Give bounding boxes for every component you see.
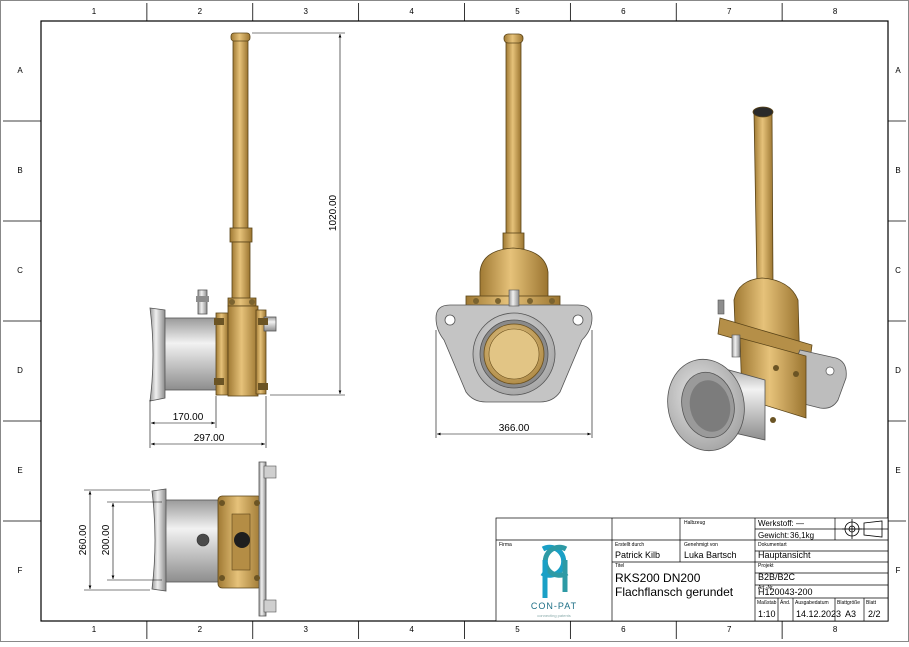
blatt-value: 2/2 (868, 609, 881, 619)
gewicht-label: Gewicht: (758, 531, 789, 540)
projekt-label: Projekt (758, 563, 774, 569)
zone-row-label: B (17, 166, 22, 175)
zone-column-label: 8 (833, 7, 838, 16)
dim-overall-length: 297.00 (194, 433, 225, 444)
erstellt-label: Erstellt durch (615, 542, 644, 548)
zone-column-label: 1 (92, 625, 97, 634)
werkstoff-value: — (796, 519, 804, 528)
dim-height-total: 1020.00 (328, 194, 339, 231)
zone-column-label: 2 (198, 7, 203, 16)
titel-label: Titel (615, 563, 624, 569)
top-view (151, 461, 277, 617)
zone-column-label: 4 (409, 625, 414, 634)
ausgabe-value: 14.12.2023 (796, 609, 841, 619)
zone-column-label: 3 (303, 7, 308, 16)
top-view-dimensions (84, 489, 162, 591)
front-view-dimensions (435, 330, 593, 438)
titel-line-2: Flachflansch gerundet (615, 585, 734, 599)
halbzeug-label: Halbzeug (684, 520, 705, 526)
projection-symbol-icon (842, 519, 883, 539)
genehmigt-value: Luka Bartsch (684, 550, 737, 560)
zone-column-label: 7 (727, 7, 732, 16)
zone-row-label: A (895, 66, 901, 75)
zone-row-label: C (17, 266, 23, 275)
zone-column-label: 1 (92, 7, 97, 16)
ausgabe-label: Ausgabedatum (795, 600, 829, 606)
logo-text: CON-PAT (531, 601, 577, 611)
blattgroesse-label: Blattgröße (837, 600, 860, 606)
massstab-label: Maßstab (757, 600, 777, 606)
zone-column-label: 7 (727, 625, 732, 634)
zone-row-label: F (18, 566, 23, 575)
projekt-value: B2B/B2C (758, 572, 796, 582)
dim-inner-height: 200.00 (101, 524, 112, 555)
zone-row-label: A (17, 66, 23, 75)
con-pat-logo (540, 544, 569, 598)
zone-row-label: B (895, 166, 900, 175)
front-view (435, 33, 593, 403)
blatt-label: Blatt (866, 600, 877, 606)
zone-column-label: 5 (515, 7, 520, 16)
zone-row-label: D (17, 366, 23, 375)
isometric-view (667, 106, 847, 452)
blattgroesse-value: A3 (845, 609, 856, 619)
zone-row-label: E (895, 466, 900, 475)
zone-column-label: 8 (833, 625, 838, 634)
firma-label: Firma (499, 542, 512, 548)
zone-column-label: 3 (303, 625, 308, 634)
zone-row-label: D (895, 366, 901, 375)
dim-inlet-length: 170.00 (173, 412, 204, 423)
zone-column-label: 4 (409, 7, 414, 16)
artnr-value: H120043-200 (758, 587, 813, 597)
gewicht-value: 36,1kg (790, 531, 814, 540)
zone-column-label: 2 (198, 625, 203, 634)
titel-line-1: RKS200 DN200 (615, 571, 701, 585)
dokumentart-label: Dokumentart (758, 542, 787, 548)
side-view-dimensions (149, 32, 345, 448)
aend-label: Änd. (780, 599, 790, 606)
zone-row-label: E (17, 466, 22, 475)
massstab-value: 1:10 (758, 609, 776, 619)
side-view (149, 32, 277, 402)
dim-flange-width: 366.00 (499, 423, 530, 434)
genehmigt-label: Genehmigt von (684, 542, 718, 548)
zone-row-label: F (896, 566, 901, 575)
dokumentart-value: Hauptansicht (758, 550, 811, 560)
werkstoff-label: Werkstoff: (758, 519, 794, 528)
zone-column-label: 6 (621, 625, 626, 634)
zone-row-label: C (895, 266, 901, 275)
zone-column-label: 5 (515, 625, 520, 634)
artnr-label: Art.-Nr. (758, 585, 774, 591)
dim-outer-height: 260.00 (78, 524, 89, 555)
zone-column-label: 6 (621, 7, 626, 16)
erstellt-value: Patrick Kilb (615, 550, 660, 560)
logo-tagline: connecting patents (537, 613, 571, 618)
